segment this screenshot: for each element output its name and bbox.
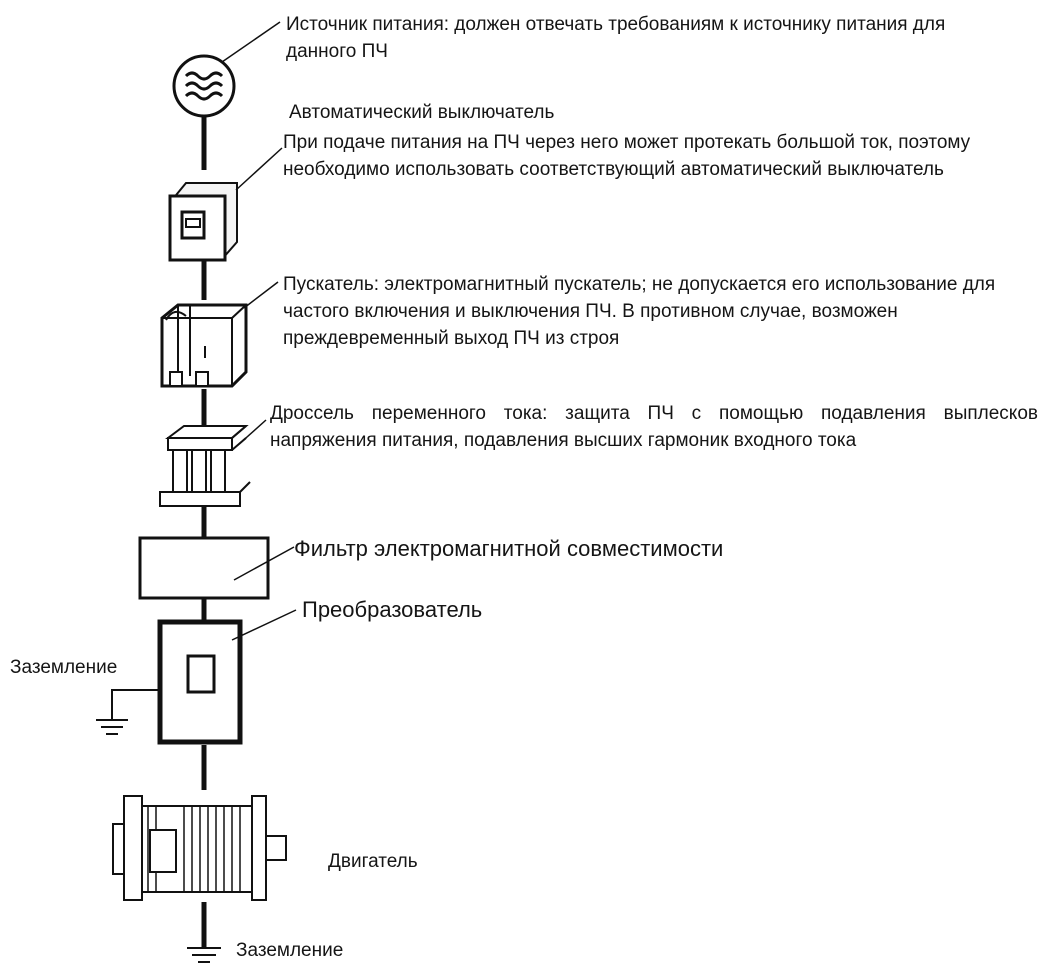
circuit-breaker-icon — [168, 182, 238, 262]
motor-label: Двигатель — [328, 851, 418, 872]
ground-bottom-icon — [187, 947, 221, 963]
starter-label: Пускатель: электромагнитный пускатель; н… — [283, 274, 996, 349]
starter-icon — [160, 303, 248, 388]
breaker-title: Автоматический выключатель — [289, 102, 555, 123]
leader-lines — [221, 21, 297, 641]
converter-box — [157, 619, 243, 745]
motor-icon — [112, 795, 287, 901]
choke-icon — [159, 425, 251, 507]
emc-filter-box — [138, 536, 270, 600]
converter-label: Преобразователь — [302, 597, 483, 622]
ground-left-icon — [96, 689, 160, 735]
power-source-label: Источник питания: должен отвечать требов… — [286, 14, 946, 62]
breaker-description: При подаче питания на ПЧ через него може… — [283, 132, 971, 180]
choke-label: Дроссель переменного тока: защита ПЧ с п… — [270, 403, 1038, 451]
power-source-icon — [172, 54, 236, 118]
emc-filter-label: Фильтр электромагнитной совместимости — [294, 536, 724, 561]
ground-bottom-label: Заземление — [236, 940, 344, 961]
ground-left-label: Заземление — [10, 657, 118, 678]
